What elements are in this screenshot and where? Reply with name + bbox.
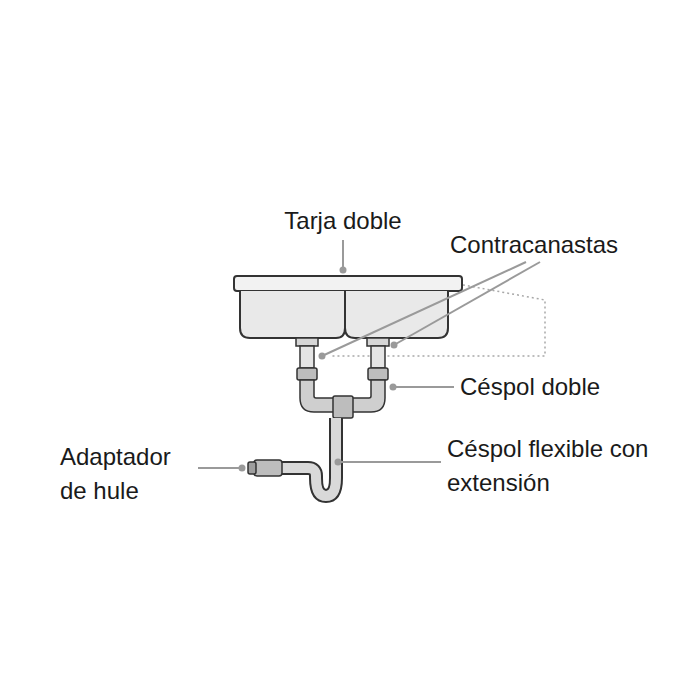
leader-dots (239, 267, 398, 472)
rubber-adapter (254, 460, 282, 476)
sink-label: Tarja doble (268, 204, 418, 238)
nut-left (297, 368, 317, 380)
tee (333, 396, 353, 418)
flex-trap (282, 418, 336, 496)
flex-trap-label: Céspol flexible con extensión (447, 432, 659, 500)
strainer-left (296, 338, 318, 346)
left-basin (240, 291, 345, 338)
strainer-right (367, 338, 389, 346)
rubber-adapter-lip (248, 462, 256, 474)
strainer-label: Contracanastas (450, 228, 680, 262)
leader-lines (198, 240, 540, 468)
flex-trap-outline (282, 418, 336, 496)
nut-right (368, 368, 388, 380)
tailpiece-right (371, 346, 385, 368)
right-basin (345, 291, 448, 338)
sink-rim (234, 276, 462, 291)
tailpiece-left (300, 346, 314, 368)
adapter-label: Adaptador de hule (60, 440, 196, 508)
double-trap-label: Céspol doble (460, 370, 680, 404)
